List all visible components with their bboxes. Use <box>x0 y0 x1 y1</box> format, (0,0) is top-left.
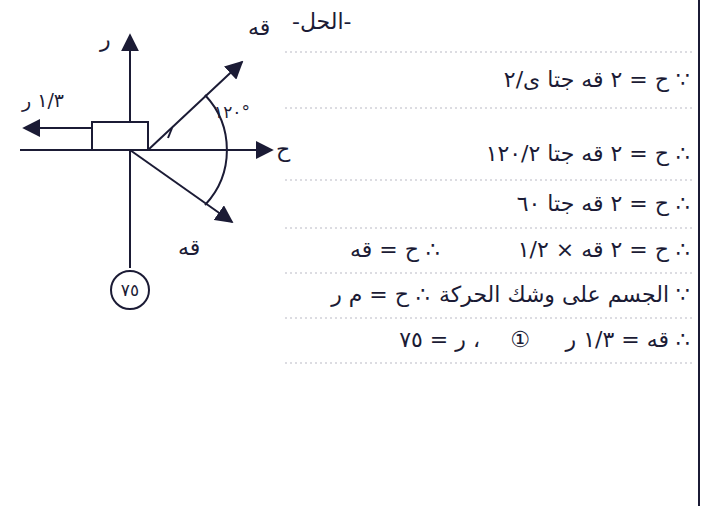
equation-line: ∴ ح = م ر <box>331 282 430 308</box>
force-label: قه <box>248 15 270 41</box>
weight-line <box>129 150 131 268</box>
force-label: قه <box>178 235 200 261</box>
equation-line: ∵ الجسم على وشك الحركة <box>439 282 690 308</box>
force-label: ١/٣ ر <box>22 89 64 112</box>
friction-arrow <box>24 127 92 129</box>
force-label: ح <box>276 137 290 163</box>
angle-tick <box>168 128 172 138</box>
forces <box>20 35 272 268</box>
weight-circle: ٧٥ <box>110 270 150 310</box>
equation-line: ، ر = ٧٥ <box>399 327 480 353</box>
weight-value: ٧٥ <box>121 280 139 300</box>
page-frame <box>698 0 700 506</box>
equation-line: ∴ ح = ٢ قه جتا ٦٠ <box>517 191 690 217</box>
equation-line: ① <box>510 327 530 353</box>
force-label: ١٢٠° <box>214 102 250 122</box>
equation-line: ∴ قه = ١/٣ ر <box>566 327 690 353</box>
equation-line: ∵ ح = ٢ قه جتا ى/٢ <box>504 67 690 93</box>
equation-line: ∴ ح = قه <box>350 237 440 263</box>
ruled-lines <box>285 52 692 363</box>
block <box>92 122 148 150</box>
force-label: ر <box>100 27 111 53</box>
equation-line: ∴ ح = ٢ قه × ١/٢ <box>518 237 690 263</box>
force-arrow <box>130 150 232 222</box>
solution-heading: -الحل- <box>292 9 352 35</box>
equation-line: ∴ ح = ٢ قه جتا ١٢٠/٢ <box>486 141 690 167</box>
